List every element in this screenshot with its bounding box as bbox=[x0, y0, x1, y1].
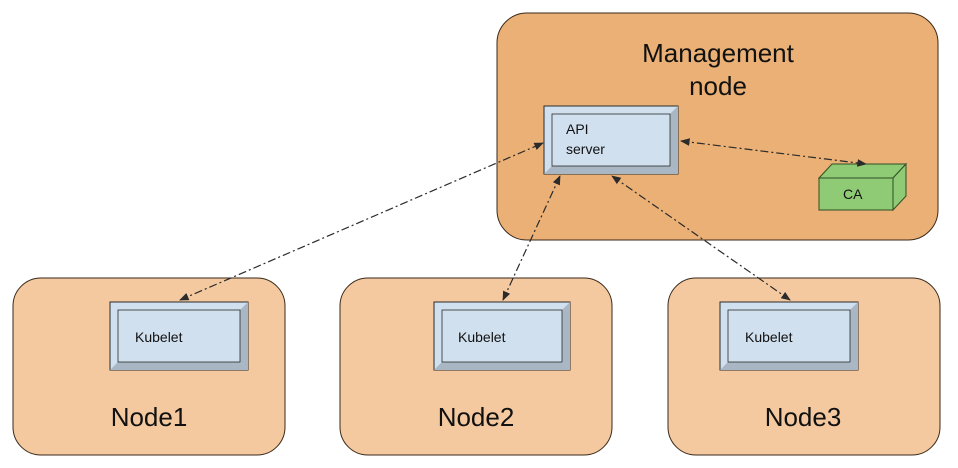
node2-group: Kubelet Node2 bbox=[339, 277, 613, 456]
ca-label: CA bbox=[843, 186, 863, 202]
node3-group: Kubelet Node3 bbox=[667, 277, 941, 456]
ca-box: CA bbox=[817, 162, 908, 212]
node1-title: Node1 bbox=[111, 402, 188, 432]
connector-node2-api-server bbox=[502, 175, 561, 301]
connector-node1-api-server bbox=[179, 142, 544, 301]
node3-kubelet-box: Kubelet bbox=[719, 301, 859, 371]
node1-kubelet-box: Kubelet bbox=[109, 301, 249, 371]
connector-node3-api-server bbox=[611, 175, 791, 301]
management-node-title-line2: node bbox=[689, 71, 747, 101]
management-node-group: Management node API server CA bbox=[496, 12, 939, 241]
api-server-label-line2: server bbox=[566, 141, 605, 157]
connector-api-server-ca bbox=[680, 138, 867, 167]
api-server-box: API server bbox=[543, 105, 679, 175]
api-server-label-line1: API bbox=[566, 121, 589, 137]
node2-kubelet-label: Kubelet bbox=[458, 329, 506, 345]
node2-kubelet-box: Kubelet bbox=[433, 301, 571, 371]
management-node-title-line1: Management bbox=[642, 38, 795, 68]
node3-title: Node3 bbox=[765, 402, 842, 432]
node2-title: Node2 bbox=[438, 402, 515, 432]
node1-kubelet-label: Kubelet bbox=[135, 329, 183, 345]
node3-kubelet-label: Kubelet bbox=[745, 329, 793, 345]
node1-group: Kubelet Node1 bbox=[12, 277, 286, 456]
